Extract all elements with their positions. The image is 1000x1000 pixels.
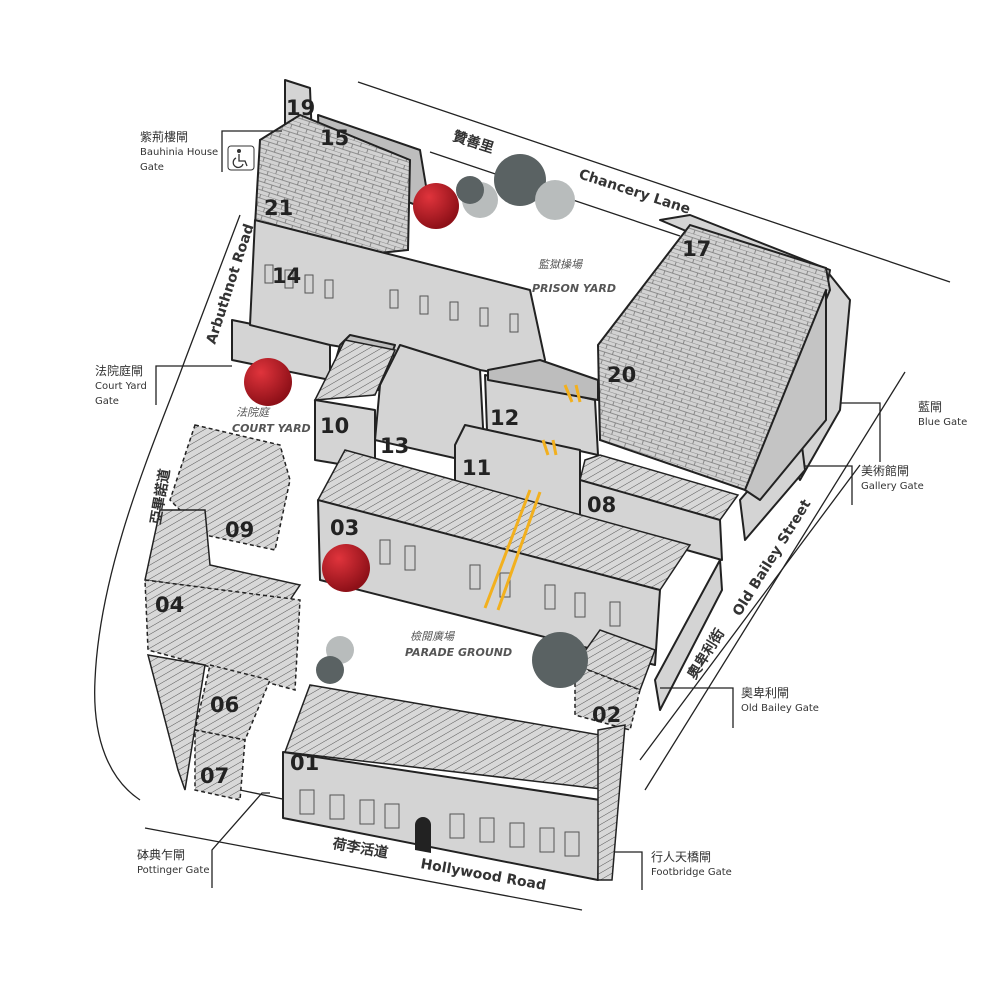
road-label-hollywood-zh: 荷李活道 [330,835,389,862]
wheelchair-accessible-icon [227,145,255,171]
gate-oldbailey-zh: 奧卑利閘 [741,686,790,700]
gate-pottinger: 砵典乍閘 Pottinger Gate [137,848,210,878]
building-03-windows [379,539,621,627]
building-number-01: 01 [290,751,319,775]
building-10-roof-hatch [313,339,397,401]
building-number-20: 20 [607,363,636,387]
building-number-07: 07 [200,764,229,788]
building-number-09: 09 [225,518,254,542]
gate-blue: 藍閘 Blue Gate [918,400,967,430]
staircase [483,384,582,611]
gate-footbridge: 行人天橋閘 Footbridge Gate [651,850,732,880]
building-12-roof [487,359,599,401]
prison-yard-en: PRISON YARD [532,282,616,295]
building-number-13: 13 [380,434,409,458]
gate-blue-zh: 藍閘 [918,400,943,414]
gate-blue-en: Blue Gate [918,417,968,428]
red-ball-marker [322,544,370,592]
gate-pottinger-en: Pottinger Gate [137,865,210,876]
parade-ground-zh: 檢閱廣場 [410,630,456,643]
building-number-15: 15 [320,126,349,150]
building-04 [144,579,301,691]
building-number-17: 17 [682,237,711,261]
road-label-chancery-zh: 贊善里 [451,128,496,157]
hollywood-road-edge [144,827,583,911]
old-bailey-street-edge [644,371,906,791]
red-ball-markers [244,183,459,592]
gate-pottinger-zh: 砵典乍閘 [137,848,186,862]
building-number-08: 08 [587,493,616,517]
arbuthnot-road-edge [94,214,241,801]
building-14-windows [264,264,519,333]
parade-ground-en: PARADE GROUND [405,646,512,659]
trees [316,154,588,688]
gate-courtyard-en-2: Gate [95,396,119,407]
gate-leader-lines [155,130,881,890]
court-yard-zh: 法院庭 [236,406,271,419]
building-number-11: 11 [462,456,491,480]
gate-bauhinia: 紫荊樓閘 Bauhinia House Gate [140,130,218,175]
building-08-roof [579,454,740,521]
building-number-06: 06 [210,693,239,717]
building-number-04: 04 [155,593,184,617]
building-02 [574,663,641,731]
red-ball-marker [244,358,292,406]
gate-courtyard-en: Court Yard [95,381,147,392]
building-01-door [415,817,431,853]
gate-bauhinia-en-2: Gate [140,162,164,173]
building-08 [579,479,723,561]
red-ball-marker [413,183,459,229]
gate-courtyard-zh: 法院庭閘 [95,364,144,378]
prison-yard-zh: 監獄操場 [538,258,584,271]
gate-gallery-en: Gallery Gate [861,481,924,492]
building-numbers: 01 02 03 04 06 07 08 09 10 11 12 13 14 1… [155,96,711,788]
gate-footbridge-en: Footbridge Gate [651,867,732,878]
building-01-windows [299,789,580,857]
court-yard-en: COURT YARD [232,422,311,435]
gate-gallery: 美術館閘 Gallery Gate [861,464,924,494]
building-20-side [744,289,827,501]
curved-wall [146,654,206,791]
building-07 [194,729,246,801]
gate-bauhinia-zh: 紫荊樓閘 [140,130,189,144]
gate-oldbailey-en: Old Bailey Gate [741,703,819,714]
building-number-03: 03 [330,516,359,540]
old-bailey-street-inner [639,464,861,761]
building-03 [317,499,661,666]
building-number-02: 02 [592,703,621,727]
building-number-10: 10 [320,414,349,438]
gate-footbridge-zh: 行人天橋閘 [651,850,712,864]
building-number-21: 21 [264,196,293,220]
wall [654,559,723,711]
building-number-12: 12 [490,406,519,430]
gate-oldbailey: 奧卑利閘 Old Bailey Gate [741,686,819,716]
gate-courtyard: 法院庭閘 Court Yard Gate [95,364,147,409]
chancery-lane-edge [357,81,951,283]
gate-bauhinia-en: Bauhinia House [140,147,219,158]
footbridge [597,724,626,881]
building-number-14: 14 [272,264,301,288]
building-number-19: 19 [286,96,315,120]
gate-gallery-zh: 美術館閘 [861,464,910,478]
road-label-chancery-en: Chancery Lane [577,167,692,218]
